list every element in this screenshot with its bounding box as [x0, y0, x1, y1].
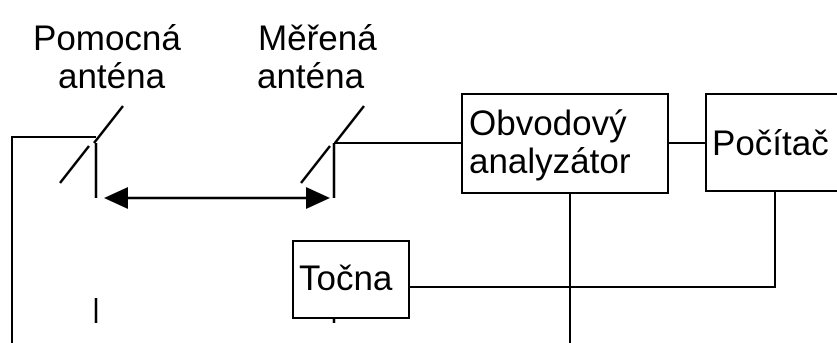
wires — [11, 136, 776, 343]
wire-turntable-to-computer — [410, 191, 776, 288]
network-analyzer-label-line2: analyzátor — [469, 142, 631, 181]
turntable-block: Točna — [292, 240, 410, 319]
network-analyzer-block: Obvodový analyzátor — [461, 93, 669, 194]
double-headed-arrow-icon — [104, 187, 330, 209]
auxiliary-antenna-symbol — [59, 105, 124, 323]
wire-aux-antenna-feed — [11, 136, 96, 343]
network-analyzer-label-line1: Obvodový — [469, 104, 627, 143]
turntable-label: Točna — [299, 259, 393, 298]
aux-antenna-label-line1: Pomocná — [33, 19, 181, 58]
measured-antenna-label-line2: anténa — [257, 57, 365, 96]
computer-label: Počítač — [712, 124, 829, 163]
computer-block: Počítač — [705, 93, 837, 192]
measured-antenna-label-line1: Měřená — [258, 19, 377, 58]
aux-antenna-label-line2: anténa — [58, 57, 166, 96]
measured-antenna-symbol — [300, 105, 365, 323]
